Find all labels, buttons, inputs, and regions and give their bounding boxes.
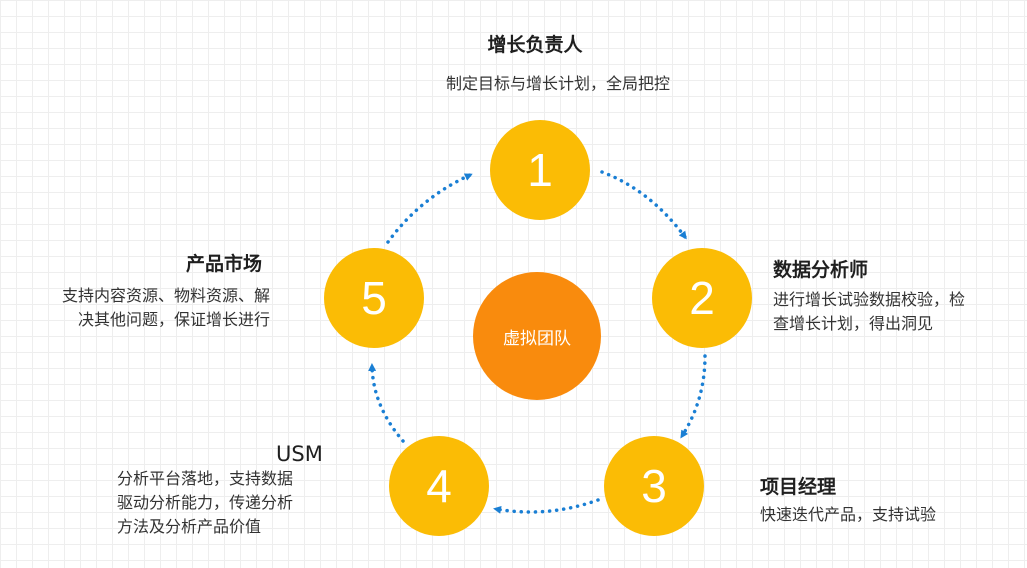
node-4-desc-line: 方法及分析产品价值: [117, 517, 262, 536]
node-2-desc: 进行增长试验数据校验，检 查增长计划，得出洞见: [773, 288, 1023, 336]
node-4-circle: 4: [389, 436, 489, 536]
node-3-number: 3: [641, 460, 667, 512]
node-5-desc-line: 支持内容资源、物料资源、解: [61, 286, 270, 305]
node-1-circle: 1: [490, 120, 590, 220]
node-5-circle: 5: [324, 248, 424, 348]
node-3-desc: 快速迭代产品，支持试验: [760, 503, 1010, 527]
node-3-desc-line: 快速迭代产品，支持试验: [760, 505, 937, 524]
node-1-desc-line: 制定目标与增长计划，全局把控: [445, 74, 670, 93]
node-4-desc: 分析平台落地，支持数据 驱动分析能力，传递分析 方法及分析产品价值: [117, 467, 357, 539]
node-1-number: 1: [527, 144, 553, 196]
node-5-desc-line: 决其他问题，保证增长进行: [77, 310, 270, 329]
node-4-desc-line: 驱动分析能力，传递分析: [117, 493, 294, 512]
node-2-circle: 2: [652, 248, 752, 348]
arrow-1-to-2: [600, 170, 687, 240]
center-virtual-team: 虚拟团队: [473, 272, 601, 400]
node-1-title: 增长负责人: [487, 34, 583, 56]
arrow-2-to-3: [680, 354, 707, 439]
arrow-5-to-1: [386, 173, 473, 244]
node-2-number: 2: [689, 272, 715, 324]
node-4-title: USM: [276, 442, 323, 466]
node-2-title: 数据分析师: [773, 259, 869, 281]
node-2-desc-line: 查增长计划，得出洞见: [773, 314, 934, 333]
node-1-desc: 制定目标与增长计划，全局把控: [0, 72, 1027, 96]
node-5-number: 5: [361, 272, 387, 324]
arrow-3-to-4: [493, 498, 600, 514]
node-5-title: 产品市场: [185, 253, 262, 275]
center-label: 虚拟团队: [503, 328, 571, 349]
node-2-desc-line: 进行增长试验数据校验，检: [773, 290, 966, 309]
node-4-desc-line: 分析平台落地，支持数据: [117, 469, 294, 488]
node-5-desc: 支持内容资源、物料资源、解 决其他问题，保证增长进行: [0, 284, 270, 332]
arrow-4-to-5: [368, 363, 405, 443]
node-4-number: 4: [426, 460, 452, 512]
node-3-title: 项目经理: [760, 476, 837, 498]
node-3-circle: 3: [604, 436, 704, 536]
